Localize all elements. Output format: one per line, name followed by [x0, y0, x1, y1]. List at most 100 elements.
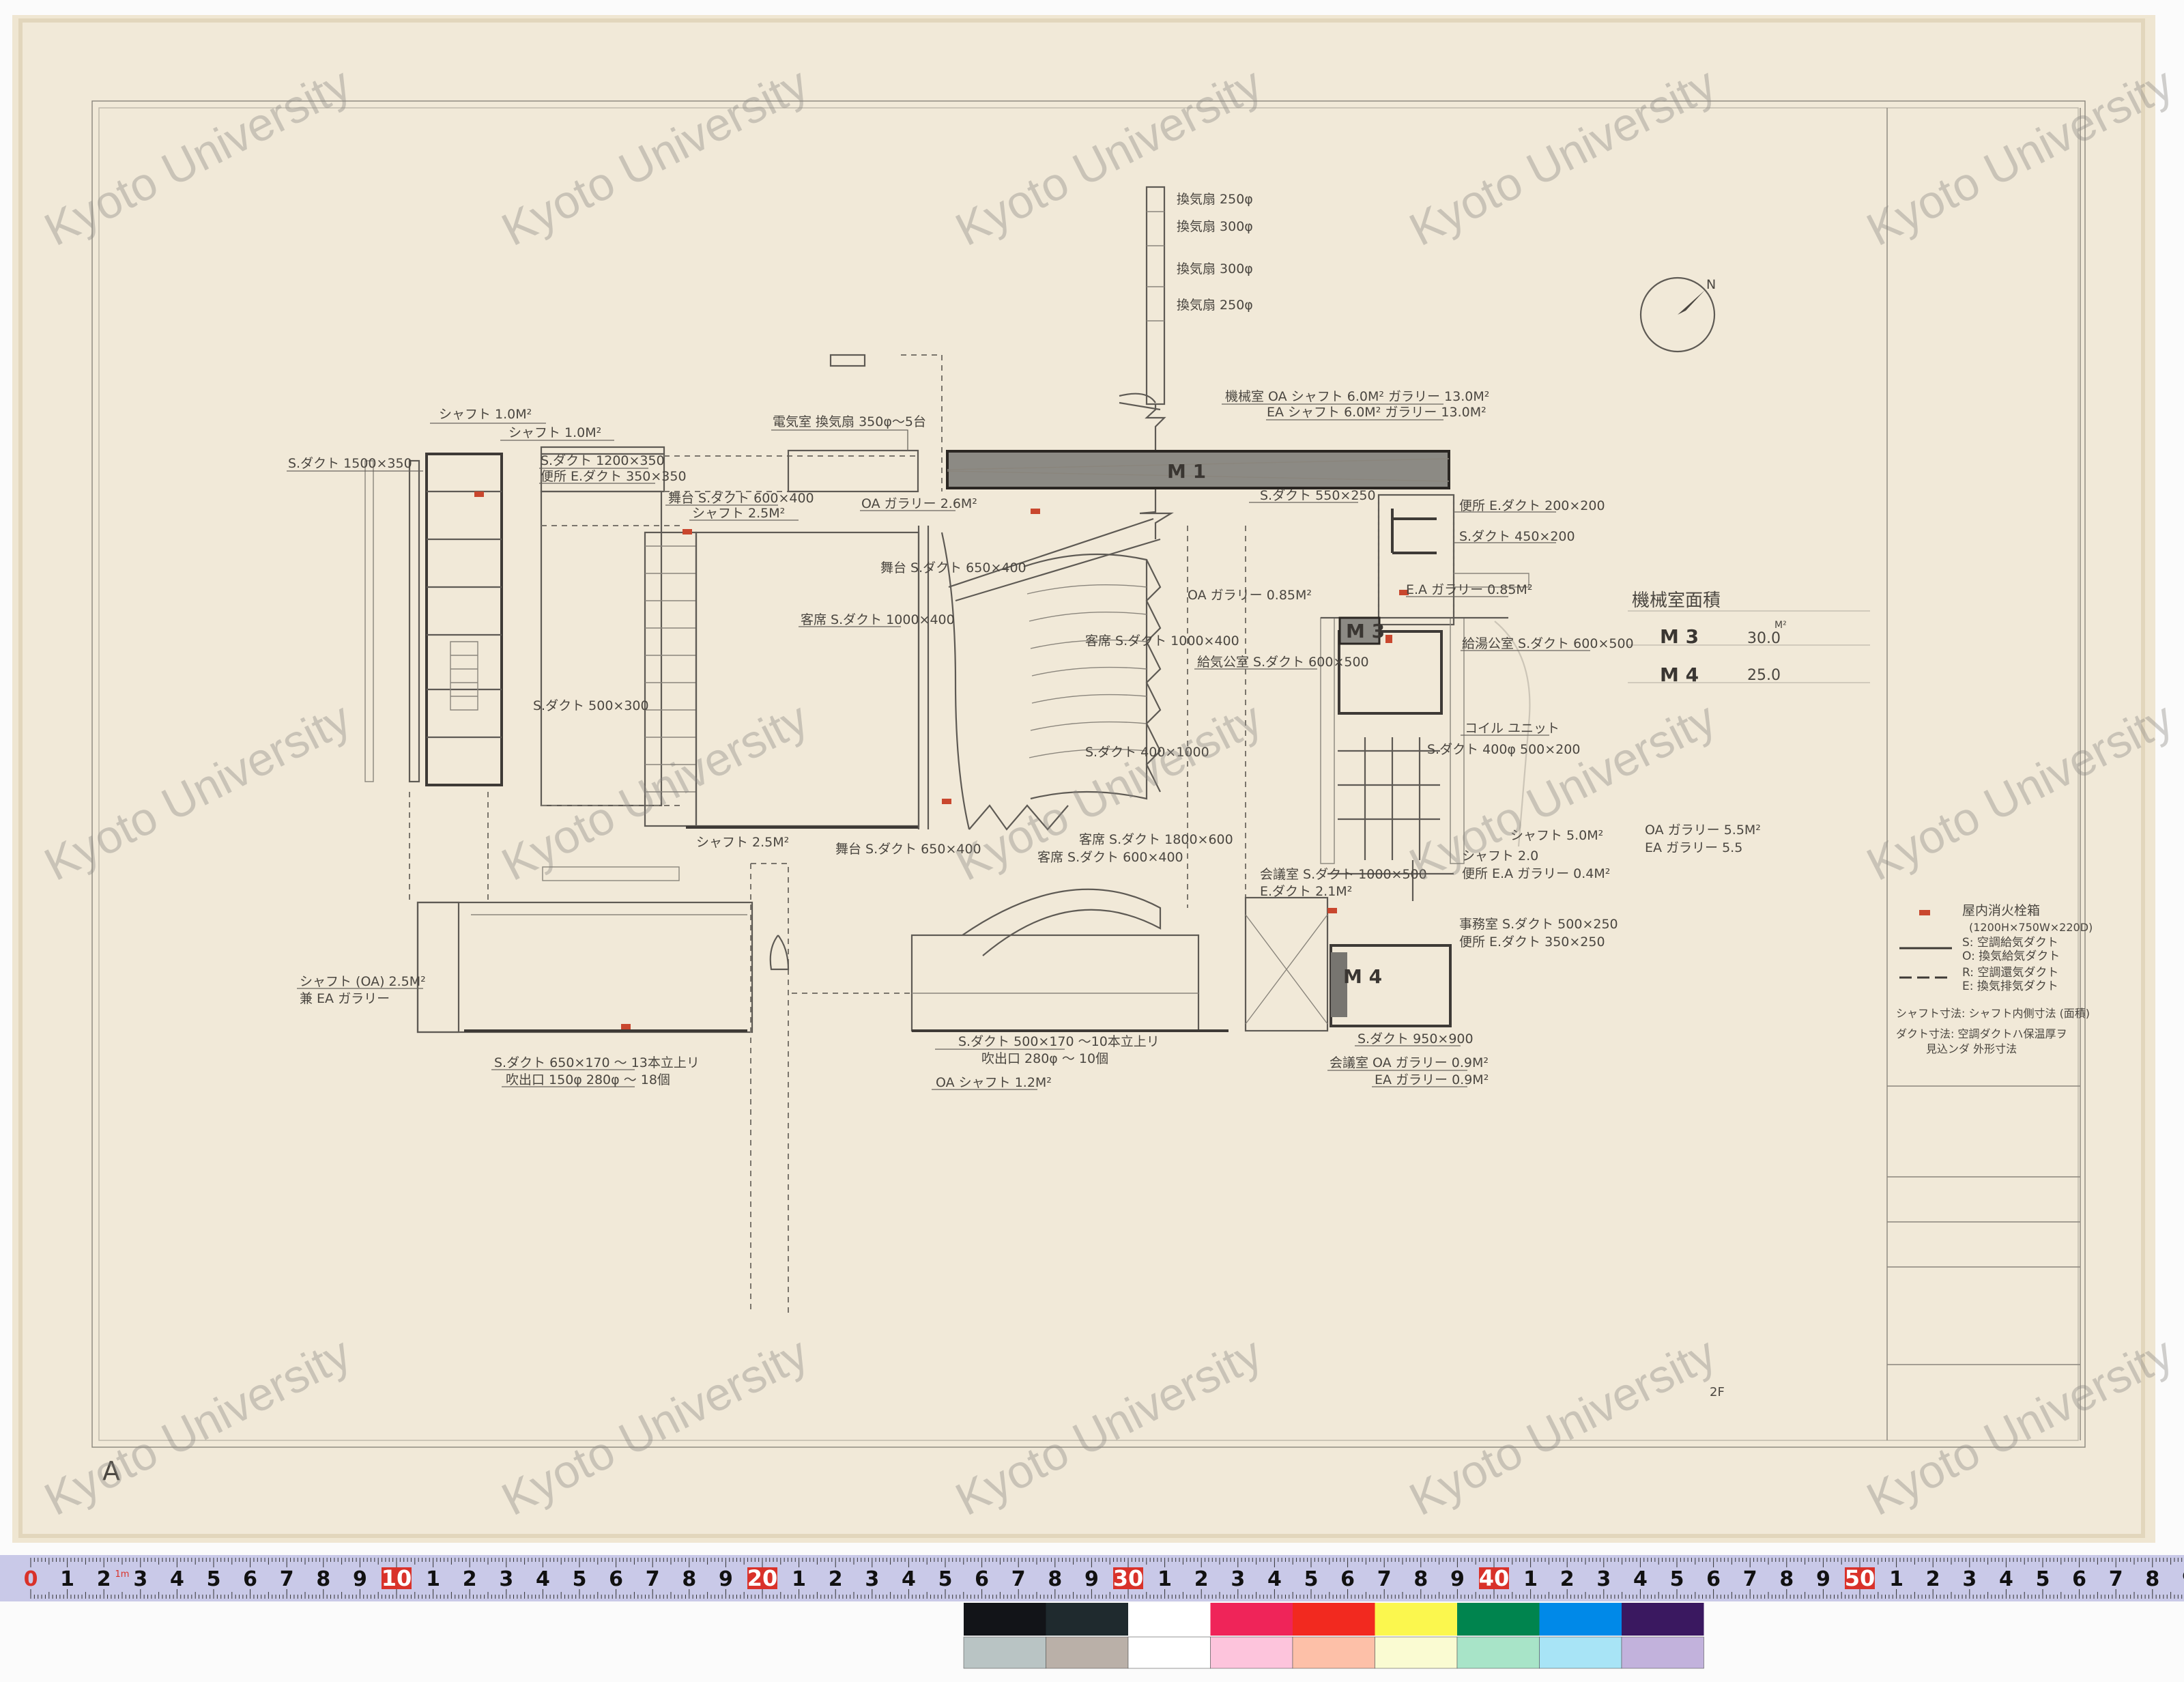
svg-text:S: 空調給気ダクト: S: 空調給気ダクト: [1962, 936, 2058, 950]
ruler-label: 2: [1926, 1567, 1940, 1591]
ruler-unit: 1m: [115, 1569, 130, 1580]
svg-text:25.0: 25.0: [1747, 667, 1781, 684]
ruler-label: 9: [1450, 1567, 1465, 1591]
annotation: 客席 S.ダクト 1800×600: [1079, 832, 1233, 847]
ruler-label: 5: [1304, 1567, 1319, 1591]
ruler-label: 7: [1377, 1567, 1392, 1591]
svg-text:ダクト寸法: 空調ダクトハ保温厚ヲ: ダクト寸法: 空調ダクトハ保温厚ヲ: [1896, 1027, 2067, 1040]
ruler-label: 10: [382, 1565, 412, 1591]
ruler-label: 4: [536, 1567, 550, 1591]
color-swatch: [1293, 1603, 1375, 1636]
ruler-label: 6: [243, 1567, 257, 1591]
ruler-label: 5: [573, 1567, 587, 1591]
color-swatch: [1539, 1636, 1622, 1669]
paper-inner: [18, 18, 2145, 1538]
ruler-label: 7: [646, 1567, 660, 1591]
ruler-label: 9: [1084, 1567, 1099, 1591]
svg-text:M 1: M 1: [1167, 460, 1206, 483]
annotation: シャフト 5.0M²: [1510, 828, 1603, 843]
color-swatch: [1456, 1636, 1540, 1669]
annotation: シャフト 2.5M²: [692, 506, 785, 521]
ruler-label: 8: [682, 1567, 696, 1591]
annotation: 給湯公室 S.ダクト 600×500: [1462, 636, 1634, 651]
svg-text:(1200H×750W×220D): (1200H×750W×220D): [1969, 921, 2093, 934]
annotation: 便所 E.ダクト 200×200: [1459, 498, 1605, 513]
svg-text:M 4: M 4: [1343, 965, 1382, 988]
ruler-label: 3: [865, 1567, 879, 1591]
right-service-block: M 3: [1320, 494, 1531, 864]
annotation: EA シャフト 6.0M² ガラリー 13.0M²: [1267, 405, 1486, 420]
color-swatch: [1622, 1603, 1704, 1636]
annotation: シャフト 1.0M²: [508, 425, 601, 440]
ruler-label: 7: [1743, 1567, 1757, 1591]
svg-text:30.0: 30.0: [1747, 630, 1781, 647]
ruler-label: 5: [207, 1567, 221, 1591]
ruler-label: 8: [316, 1567, 330, 1591]
north-arrow-icon: N: [1639, 276, 1716, 353]
annotation: シャフト (OA) 2.5M²: [300, 974, 426, 989]
color-swatch: [1375, 1603, 1457, 1636]
ruler-label: 3: [1962, 1567, 1977, 1591]
ruler-label: 8: [1413, 1567, 1428, 1591]
color-swatch: [1457, 1603, 1540, 1636]
ruler-label: 20: [747, 1565, 778, 1591]
floor-mark: 2F: [1710, 1385, 1725, 1399]
ruler-label: 8: [1779, 1567, 1794, 1591]
ruler-label: 40: [1479, 1565, 1510, 1591]
annotation: S.ダクト 650×170 ～ 13本立上リ: [494, 1055, 700, 1070]
annotation: S.ダクト 500×300: [533, 698, 649, 713]
color-swatch: [1210, 1603, 1293, 1636]
ruler-label: 3: [1596, 1567, 1611, 1591]
annotation: E.A ガラリー 0.85M²: [1406, 582, 1532, 597]
annotation: 舞台 S.ダクト 650×400: [835, 842, 981, 857]
tower-label: 換気扇 250φ: [1177, 298, 1253, 313]
title-block: [1628, 108, 2081, 1440]
ruler-label: 3: [1231, 1567, 1245, 1591]
annotation: シャフト 1.0M²: [439, 407, 532, 422]
ruler-label: 7: [280, 1567, 294, 1591]
annotation: 客席 S.ダクト 1000×400: [801, 612, 955, 627]
color-swatch: [1539, 1603, 1622, 1636]
annotation: 会議室 OA ガラリー 0.9M²: [1330, 1055, 1489, 1070]
drawing-frame: [91, 100, 2086, 1448]
annotation: 客席 S.ダクト 1000×400: [1085, 633, 1239, 648]
annotation: 機械室 OA シャフト 6.0M² ガラリー 13.0M²: [1225, 389, 1489, 404]
color-calibration-chart: [963, 1603, 1704, 1669]
ruler-label: 5: [938, 1567, 953, 1591]
svg-text:N: N: [1706, 277, 1716, 292]
ruler-label: 3: [133, 1567, 147, 1591]
annotation: EA ガラリー 5.5: [1645, 840, 1742, 855]
annotation: E.ダクト 2.1M²: [1260, 884, 1352, 899]
svg-text:シャフト寸法: シャフト内側寸法 (面積): シャフト寸法: シャフト内側寸法 (面積): [1896, 1007, 2090, 1020]
annotation: S.ダクト 550×250: [1260, 488, 1376, 503]
machine-room-area-table: 機械室面積 M 3 M² 30.0 M 4 25.0: [1632, 590, 1787, 686]
svg-text:M 3: M 3: [1346, 620, 1385, 642]
ruler-label: 9: [2182, 1567, 2184, 1591]
ruler-label: 50: [1845, 1565, 1876, 1591]
left-stair-block: [364, 453, 503, 901]
svg-text:見込ンダ 外形寸法: 見込ンダ 外形寸法: [1926, 1042, 2017, 1055]
annotation: 舞台 S.ダクト 650×400: [880, 560, 1026, 575]
ruler-label: 1: [792, 1567, 806, 1591]
ruler-label: 2: [1560, 1567, 1575, 1591]
machine-room-m4: [1331, 952, 1347, 1017]
annotation: EA ガラリー 0.9M²: [1375, 1072, 1489, 1087]
annotation: シャフト 2.5M²: [696, 835, 789, 850]
annotation: S.ダクト 950×900: [1357, 1031, 1474, 1046]
leader-lines: [287, 403, 1590, 1090]
drawing-frame-inner: [98, 107, 2079, 1441]
machine-room-m3: [1338, 616, 1381, 645]
ruler-decade-marker: [1479, 1567, 1509, 1589]
color-swatch: [963, 1636, 1046, 1669]
ruler-label: 9: [353, 1567, 367, 1591]
svg-text:屋内消火栓箱: 屋内消火栓箱: [1962, 903, 2040, 918]
ruler-label: 0: [24, 1567, 38, 1591]
annotation: 舞台 S.ダクト 600×400: [668, 491, 814, 506]
main-hall: [686, 517, 1161, 831]
annotation: 吹出口 150φ 280φ ～ 18個: [506, 1072, 670, 1087]
ruler-label: 6: [975, 1567, 989, 1591]
ruler-label: 4: [170, 1567, 184, 1591]
annotations: シャフト 1.0M² シャフト 1.0M² S.ダクト 1500×350 S.ダ…: [288, 389, 1761, 1090]
ruler-label: 8: [2145, 1567, 2159, 1591]
